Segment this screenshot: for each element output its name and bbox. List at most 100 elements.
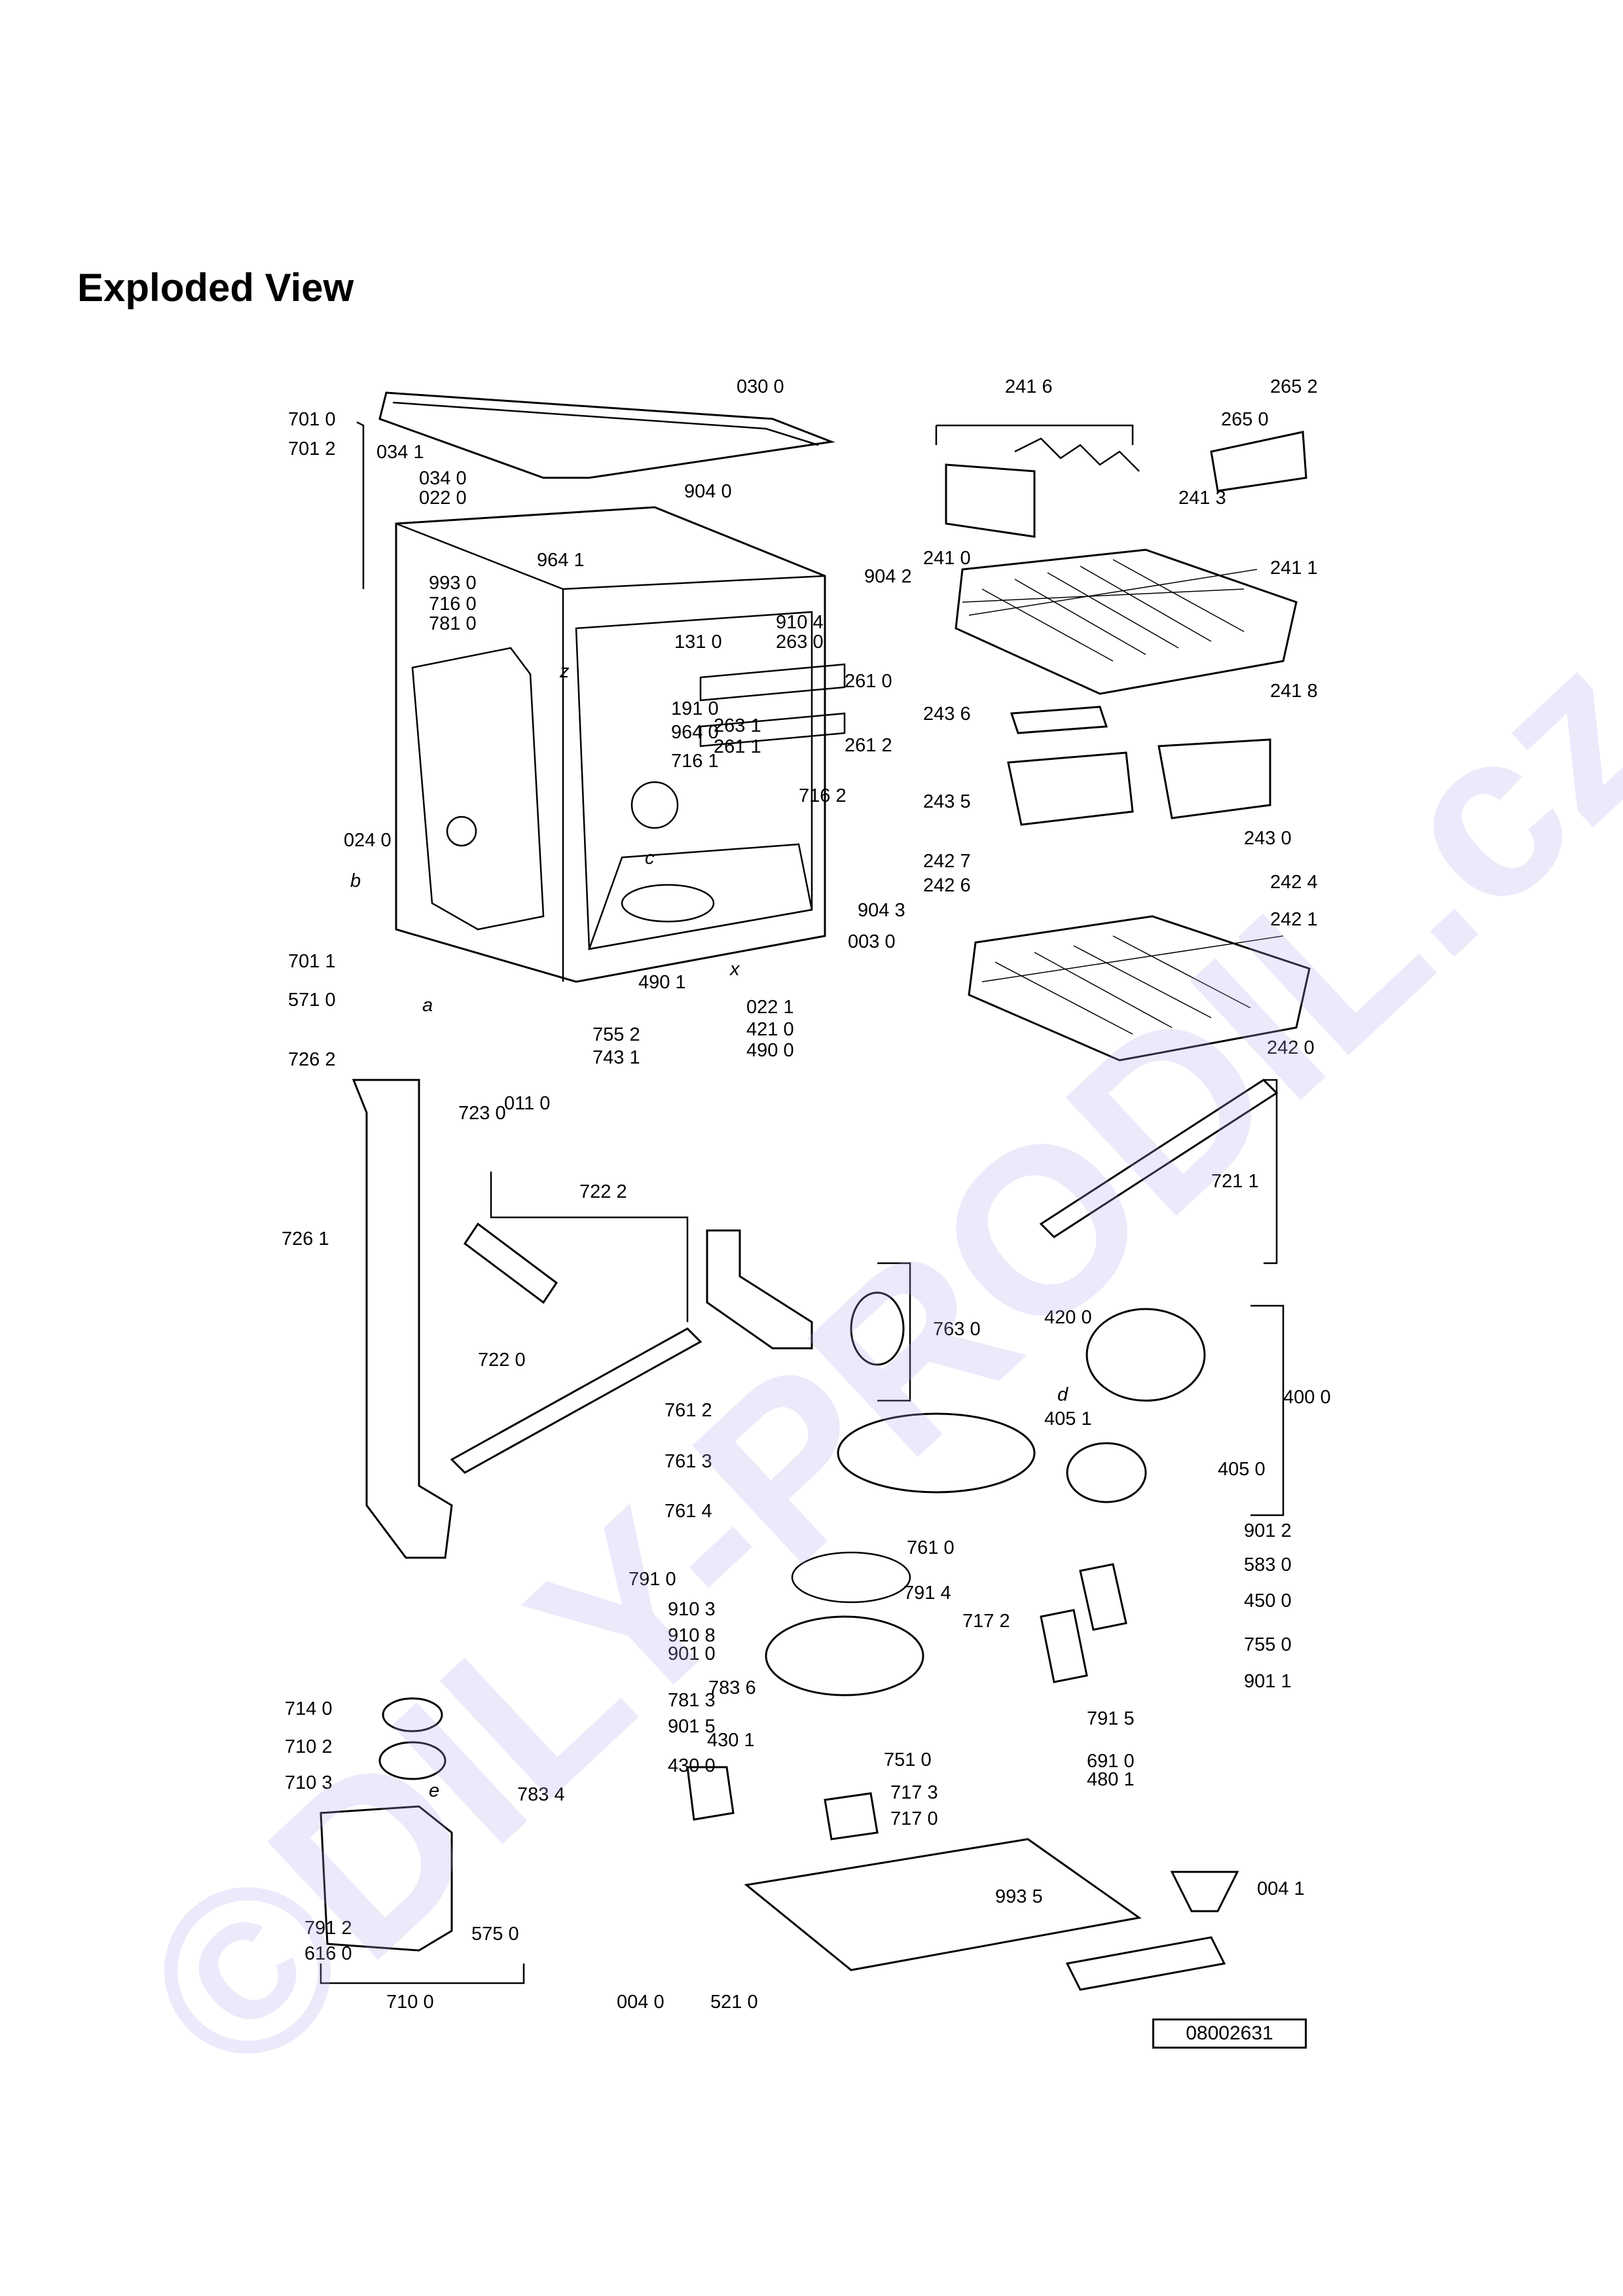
letter-marker: c	[645, 848, 655, 869]
callout-label: 791 0	[629, 1569, 676, 1590]
bracket-400	[1250, 1304, 1285, 1516]
letter-marker: b	[350, 870, 361, 891]
callout-label: 400 0	[1283, 1387, 1331, 1408]
callout-label: 710 0	[386, 1992, 434, 2013]
callout-label: 964 1	[537, 550, 585, 571]
document-number: 08002631	[1186, 2022, 1273, 2044]
callout-label: 910 4	[776, 612, 824, 633]
callout-label: 716 2	[799, 785, 847, 806]
callout-label: 716 0	[429, 594, 477, 615]
callout-label: 241 1	[1270, 558, 1318, 579]
callout-label: 241 8	[1270, 681, 1318, 702]
callout-label: 701 0	[288, 409, 336, 430]
callout-label: 751 0	[884, 1749, 932, 1770]
callout-label: 993 5	[995, 1886, 1043, 1907]
callout-label: 722 0	[478, 1350, 526, 1371]
callout-label: 726 2	[288, 1049, 336, 1070]
callout-label: 191 0	[671, 698, 719, 719]
callout-label: 261 0	[845, 671, 892, 692]
cutlery-basket-part	[1007, 431, 1307, 826]
bracket-701	[356, 421, 365, 589]
callout-label: 004 0	[617, 1992, 665, 2013]
letter-marker: e	[429, 1780, 439, 1801]
tub-frame-part	[395, 506, 846, 983]
callout-label: 964 0	[671, 722, 719, 743]
callout-label: 717 2	[962, 1611, 1010, 1632]
callout-label: 755 2	[593, 1024, 640, 1045]
bracket-710	[319, 1964, 525, 1984]
callout-label: 243 0	[1244, 828, 1292, 849]
callout-label: 490 0	[746, 1040, 794, 1061]
lower-basket-part	[968, 915, 1311, 1062]
callout-label: 910 8	[668, 1625, 716, 1646]
callout-label: 701 1	[288, 951, 336, 972]
callout-label: 430 1	[707, 1730, 755, 1751]
callout-label: 022 1	[746, 997, 794, 1018]
callout-label: 405 0	[1218, 1459, 1266, 1480]
spray-arm-part	[352, 1079, 1279, 1559]
callout-label: 022 0	[419, 488, 467, 509]
base-plate-part	[744, 1838, 1239, 1991]
document-number-box: 08002631	[1152, 2018, 1307, 2049]
callout-label: 263 0	[776, 632, 824, 653]
callout-label: 691 0	[1087, 1751, 1135, 1772]
bracket-763	[877, 1262, 911, 1402]
callout-label: 583 0	[1244, 1554, 1292, 1575]
callout-label: 904 0	[684, 481, 732, 502]
callout-label: 242 1	[1270, 909, 1318, 930]
callout-label: 430 0	[668, 1755, 716, 1776]
callout-label: 242 4	[1270, 872, 1318, 893]
callout-label: 405 1	[1044, 1408, 1092, 1429]
callout-label: 755 0	[1244, 1634, 1292, 1655]
callout-label: 616 0	[304, 1943, 352, 1964]
callout-label: 034 1	[376, 442, 424, 463]
pump-assembly-part	[686, 1291, 1206, 1840]
letter-marker: a	[422, 995, 433, 1016]
callout-label: 791 2	[304, 1918, 352, 1939]
callout-label: 761 0	[907, 1537, 955, 1558]
callout-label: 993 0	[429, 573, 477, 594]
callout-label: 763 0	[933, 1319, 981, 1340]
callout-label: 901 0	[668, 1643, 716, 1664]
callout-label: 571 0	[288, 990, 336, 1011]
letter-marker: x	[729, 959, 740, 980]
callout-label: 265 2	[1270, 376, 1318, 397]
callout-label: 420 0	[1044, 1307, 1092, 1328]
callout-label: 901 1	[1244, 1671, 1292, 1692]
callout-label: 030 0	[737, 376, 784, 397]
callout-label: 004 1	[1257, 1878, 1305, 1899]
callout-label: 761 4	[665, 1501, 712, 1522]
callout-label: 450 0	[1244, 1590, 1292, 1611]
callout-label: 521 0	[710, 1992, 758, 2013]
callout-label: 243 5	[923, 791, 971, 812]
callout-label: 710 2	[285, 1736, 333, 1757]
callout-label: 710 3	[285, 1772, 333, 1793]
callout-label: 241 6	[1005, 376, 1053, 397]
callout-label: 421 0	[746, 1019, 794, 1040]
callout-label: 717 3	[890, 1782, 938, 1803]
callout-label: 701 2	[288, 439, 336, 459]
callout-label: 243 6	[923, 704, 971, 725]
callout-label: 241 3	[1178, 488, 1226, 509]
callout-label: 241 0	[923, 548, 971, 569]
callout-label: 781 3	[668, 1690, 716, 1711]
callout-label: 242 0	[1267, 1037, 1315, 1058]
water-softener-part	[319, 1697, 453, 1952]
callout-label: 791 5	[1087, 1708, 1135, 1729]
callout-label: 722 2	[579, 1181, 627, 1202]
callout-label: 263 1	[714, 715, 761, 736]
callout-label: 761 3	[665, 1451, 712, 1472]
callout-label: 716 1	[671, 751, 719, 772]
callout-label: 003 0	[848, 931, 896, 952]
callout-label: 242 7	[923, 851, 971, 872]
callout-label: 761 2	[665, 1400, 712, 1421]
callout-label: 904 2	[864, 566, 912, 587]
callout-label: 791 4	[903, 1583, 951, 1604]
callout-label: 743 1	[593, 1047, 640, 1068]
callout-label: 901 2	[1244, 1520, 1292, 1541]
callout-label: 265 0	[1221, 409, 1269, 430]
callout-label: 717 0	[890, 1808, 938, 1829]
callout-label: 261 2	[845, 735, 892, 756]
